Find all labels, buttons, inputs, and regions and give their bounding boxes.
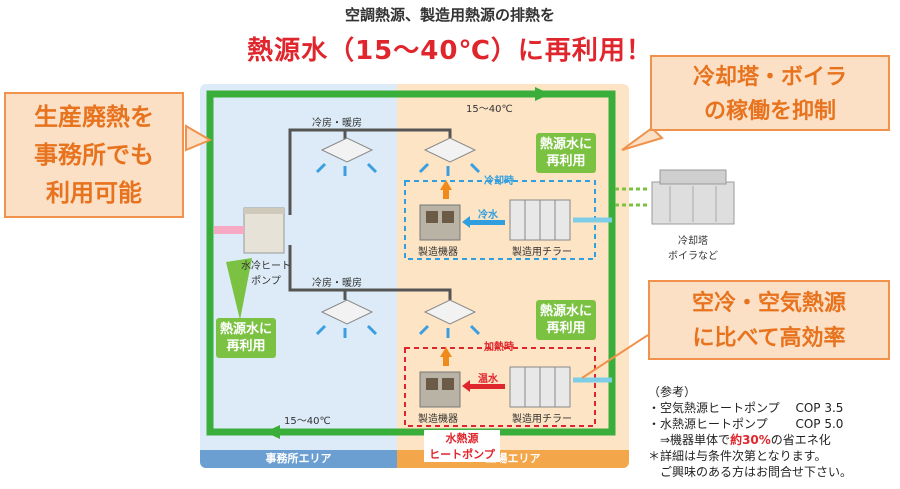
callout-high-efficiency: 空冷・空気熱源 に比べて高効率 [648, 280, 890, 360]
equipment-top [419, 199, 571, 241]
savings-value: 約30% [730, 433, 771, 447]
hot-water-label: 温水 [478, 374, 498, 385]
headline-subtitle: 空調熱源、製造用熱源の排熱を [344, 6, 555, 24]
cooling-tower [651, 169, 735, 225]
heating-box [404, 347, 596, 427]
heating-mode-label: 加熱時 [484, 342, 514, 353]
heat-up-arrow-top [440, 180, 452, 190]
chiller-label-top: 製造用チラー [512, 247, 572, 258]
mfg-equipment-label-top: 製造機器 [418, 247, 458, 258]
callout-top-pointer [621, 126, 664, 151]
flow-arrow-left [265, 425, 280, 439]
reference-title: （参考） [648, 385, 697, 399]
reuse-tag-left: 熱源水に 再利用 [216, 318, 277, 358]
hvac-label-top: 冷房・暖房 [312, 118, 362, 129]
ceiling-unit-2 [418, 137, 481, 176]
heat-pump-link [214, 226, 244, 234]
ceiling-unit-1 [315, 137, 378, 176]
hvac-label-bottom: 冷房・暖房 [312, 278, 362, 289]
heat-pump-label: 水冷ヒート ポンプ [241, 261, 291, 287]
reference-line-4: ＊詳細は与条件次第となります。 [648, 449, 827, 463]
hvac-pipes [288, 128, 452, 300]
temp-label-top: 15～40℃ [466, 104, 513, 115]
cooling-mode-label: 冷却時 [484, 176, 514, 187]
cold-water-label: 冷水 [478, 210, 498, 221]
ceiling-unit-4 [418, 299, 481, 338]
callout-mid-pointer [581, 334, 649, 379]
reference-line-2: ・水熱源ヒートポンプ COP 5.0 [648, 417, 844, 431]
reuse-tag-bottom: 熱源水に 再利用 [536, 300, 597, 340]
water-cooled-heat-pump [243, 207, 285, 254]
left-tag-pointer [226, 258, 252, 320]
reference-notes: （参考） ・空気熱源ヒートポンプ COP 3.5 ・水熱源ヒートポンプ COP … [648, 384, 898, 480]
ceiling-unit-3 [315, 299, 378, 338]
headline-title: 熱源水（15～40℃）に再利用！ [247, 36, 653, 66]
cooling-tower-label: 冷却塔 ボイラなど [668, 236, 718, 262]
reference-line-1: ・空気熱源ヒートポンプ COP 3.5 [648, 401, 844, 415]
callout-reduce-tower: 冷却塔・ボイラ の稼働を抑制 [650, 55, 890, 131]
reuse-tag-top: 熱源水に 再利用 [536, 133, 597, 173]
flow-arrow-right [535, 87, 550, 101]
chiller-label-bottom: 製造用チラー [512, 414, 572, 425]
equipment-bottom [419, 366, 571, 408]
office-area-label: 事務所エリア [200, 450, 397, 468]
heat-up-arrow-bottom [440, 347, 452, 357]
callout-production-heat: 生産廃熱を 事務所でも 利用可能 [4, 92, 184, 218]
temp-label-bottom: 15～40℃ [284, 416, 331, 427]
reference-line-3: ⇒機器単体で約30%の省エネ化 [648, 433, 831, 447]
mfg-equipment-label-bottom: 製造機器 [418, 414, 458, 425]
reference-line-5: ご興味のある方はお問合せ下さい。 [648, 465, 853, 479]
callout-left-pointer [185, 124, 213, 152]
water-heat-pump-label: 水熱源 ヒートポンプ [424, 430, 500, 462]
tower-link [615, 187, 650, 207]
